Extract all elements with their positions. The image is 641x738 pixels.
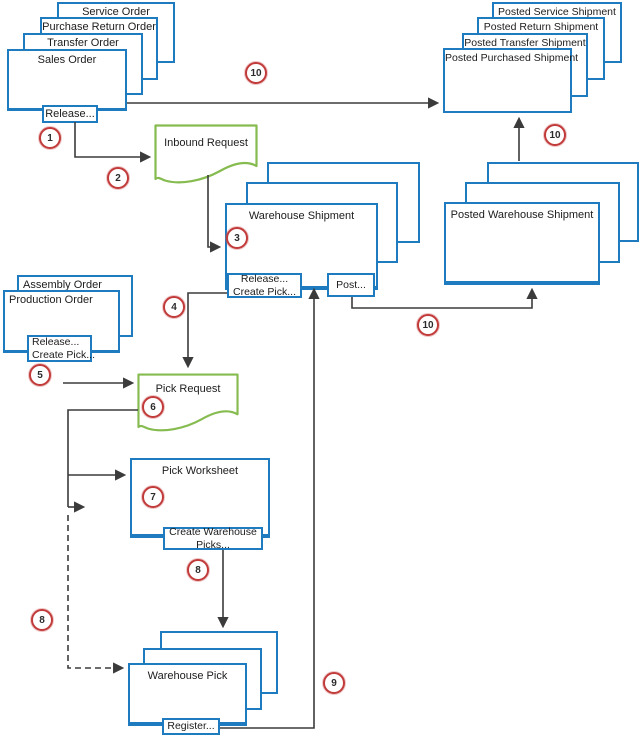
release-label: Release... — [240, 273, 289, 286]
warehouse-shipment-post-button: Post... — [327, 273, 375, 297]
arrow-createpick-to-pick-request — [182, 292, 227, 369]
production-order-release-button: Release... Create Pick... — [27, 335, 96, 362]
create-warehouse-label: Create Warehouse — [169, 526, 257, 539]
create-warehouse-picks-button: Create Warehouse Picks... — [163, 526, 263, 551]
step-badge-8-direct: 8 — [31, 609, 53, 631]
step-badge-10-posted: 10 — [544, 124, 566, 146]
release-label: Release... — [32, 336, 80, 349]
assembly-order-title: Assembly Order — [23, 279, 102, 291]
transfer-order-title: Transfer Order — [47, 37, 119, 49]
step-badge-9: 9 — [323, 672, 345, 694]
create-pick-label: Create Pick... — [32, 348, 96, 361]
sales-order-release-button: Release... — [42, 105, 98, 123]
step-badge-1: 1 — [39, 127, 61, 149]
step-badge-10-orders: 10 — [245, 62, 267, 84]
purchase-return-order-title: Purchase Return Order — [42, 21, 156, 33]
step-badge-7: 7 — [142, 486, 164, 508]
warehouse-pick-register-button: Register... — [162, 718, 220, 735]
posted-return-shipment-title: Posted Return Shipment — [483, 21, 599, 33]
posted-purchased-shipment-box: Posted Purchased Shipment — [443, 48, 579, 113]
create-pick-label: Create Pick... — [232, 285, 297, 298]
production-order-title: Production Order — [9, 294, 93, 306]
posted-purchased-shipment-title: Posted Purchased Shipment — [445, 52, 579, 64]
picks-label: Picks... — [196, 538, 230, 551]
document-shape — [154, 124, 258, 184]
sales-order-box: Sales Order — [7, 49, 127, 111]
inbound-request-label: Inbound Request — [164, 137, 248, 149]
step-badge-5: 5 — [29, 364, 51, 386]
warehouse-pick-title: Warehouse Pick — [147, 670, 228, 682]
step-badge-3: 3 — [226, 227, 248, 249]
pick-worksheet-title: Pick Worksheet — [161, 465, 239, 477]
step-badge-4: 4 — [163, 296, 185, 318]
sales-order-title: Sales Order — [37, 54, 97, 66]
pick-request-label: Pick Request — [155, 383, 221, 395]
inbound-request-document: Inbound Request — [154, 124, 258, 186]
warehouse-shipment-title: Warehouse Shipment — [248, 210, 355, 222]
step-badge-10-shipment: 10 — [417, 314, 439, 336]
posted-warehouse-shipment-box: Posted Warehouse Shipment — [444, 202, 600, 285]
posted-warehouse-shipment-title: Posted Warehouse Shipment — [450, 209, 594, 221]
step-badge-8-worksheet: 8 — [187, 559, 209, 581]
posted-service-shipment-title: Posted Service Shipment — [498, 6, 616, 18]
step-badge-6: 6 — [142, 396, 164, 418]
posted-transfer-shipment-title: Posted Transfer Shipment — [464, 37, 586, 49]
service-order-title: Service Order — [82, 6, 150, 18]
arrow-post-to-posted-warehouse-shipment — [351, 287, 538, 309]
arrow-release-to-inbound-request — [74, 122, 152, 163]
step-badge-2: 2 — [107, 167, 129, 189]
dashed-arrow-to-warehouse-pick — [67, 515, 125, 674]
warehouse-pick-box: Warehouse Pick — [128, 663, 247, 726]
warehouse-shipment-release-button: Release... Create Pick... — [227, 273, 302, 298]
line-pick-request-branch — [67, 409, 138, 507]
